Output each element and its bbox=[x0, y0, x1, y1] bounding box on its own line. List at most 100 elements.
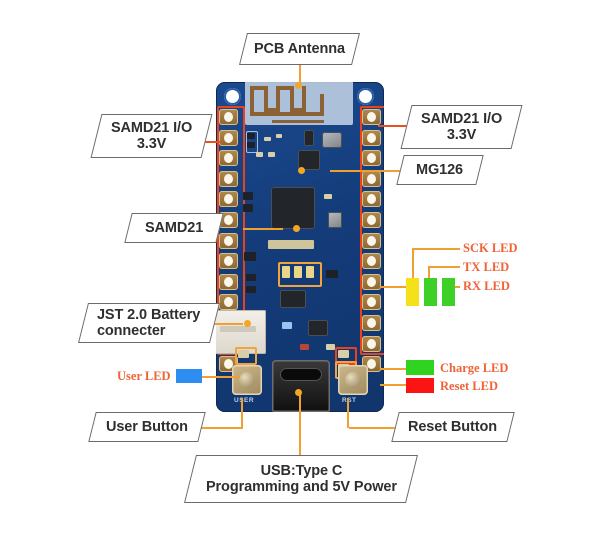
led-tx bbox=[294, 266, 302, 278]
smd-part bbox=[243, 204, 253, 212]
small-ic bbox=[280, 290, 306, 308]
callout-pcb-antenna-label: PCB Antenna bbox=[253, 40, 346, 57]
smd-part bbox=[324, 194, 332, 199]
charging-ic bbox=[308, 320, 328, 336]
led-row-highlight bbox=[278, 262, 322, 287]
castellated-pad bbox=[362, 170, 381, 187]
charge-led-component bbox=[338, 350, 349, 358]
anchor-dot-jst bbox=[244, 320, 251, 327]
leader-tx-led-h bbox=[428, 266, 460, 268]
antenna-trace bbox=[250, 86, 268, 90]
tx-led-swatch bbox=[424, 278, 437, 306]
leader-sck-led-v bbox=[412, 248, 414, 286]
smd-part bbox=[264, 137, 271, 141]
smd-part bbox=[244, 252, 256, 261]
callout-samd21-label: SAMD21 bbox=[144, 219, 204, 236]
smd-part bbox=[246, 274, 256, 281]
antenna-trace bbox=[272, 120, 324, 123]
leader-usbc bbox=[299, 392, 301, 455]
antenna-trace bbox=[264, 86, 268, 112]
antenna-trace bbox=[276, 86, 280, 112]
castellated-pad bbox=[219, 294, 238, 311]
leader-sck-led-h bbox=[412, 248, 460, 250]
antenna-trace bbox=[320, 94, 324, 116]
reset-led-label: Reset LED bbox=[440, 379, 498, 393]
callout-mg126[interactable]: MG126 bbox=[396, 155, 484, 185]
leader-samd21-io-right bbox=[378, 125, 408, 127]
mounting-hole bbox=[357, 88, 374, 105]
antenna-trace bbox=[250, 112, 324, 116]
castellated-pad bbox=[362, 253, 381, 270]
antenna-trace bbox=[290, 86, 294, 112]
callout-pcb-antenna[interactable]: PCB Antenna bbox=[239, 33, 360, 65]
leader-samd21 bbox=[243, 228, 283, 230]
callout-reset-button-label: Reset Button bbox=[408, 418, 498, 435]
castellated-pad bbox=[362, 314, 381, 331]
smd-part bbox=[282, 322, 292, 329]
charge-led-label: Charge LED bbox=[440, 361, 509, 375]
samd21-chip bbox=[271, 187, 315, 229]
castellated-pad bbox=[362, 211, 381, 228]
antenna-trace bbox=[250, 86, 254, 112]
user-led-highlight bbox=[235, 347, 257, 365]
smd-part bbox=[247, 142, 255, 148]
callout-user-button[interactable]: User Button bbox=[88, 412, 206, 442]
anchor-dot-antenna bbox=[295, 82, 302, 89]
leader-mg126 bbox=[330, 170, 402, 172]
leader-user-button-v bbox=[241, 398, 243, 428]
reset-button-component[interactable] bbox=[338, 365, 368, 395]
castellated-pad bbox=[362, 232, 381, 249]
castellated-pad bbox=[219, 232, 238, 249]
callout-reset-button[interactable]: Reset Button bbox=[391, 412, 515, 442]
smd-part bbox=[300, 344, 309, 350]
resistor-array bbox=[268, 240, 314, 249]
leader-user-button bbox=[193, 427, 243, 429]
callout-jst-battery[interactable]: JST 2.0 Battery connecter bbox=[78, 303, 220, 343]
callout-samd21-io-right-label: SAMD21 I/O 3.3V bbox=[420, 110, 503, 143]
castellated-pad bbox=[362, 191, 381, 208]
callout-samd21-io-right[interactable]: SAMD21 I/O 3.3V bbox=[400, 105, 523, 149]
smd-part bbox=[268, 152, 275, 157]
tx-led-label: TX LED bbox=[463, 260, 510, 274]
user-led-swatch bbox=[176, 369, 202, 383]
castellated-pad bbox=[219, 253, 238, 270]
castellated-pad bbox=[362, 109, 381, 125]
smd-part bbox=[326, 270, 338, 278]
callout-jst-battery-label: JST 2.0 Battery connecter bbox=[97, 306, 201, 339]
user-button-component[interactable] bbox=[232, 365, 262, 395]
smd-part bbox=[243, 192, 253, 200]
mounting-hole bbox=[224, 88, 241, 105]
user-silkscreen-label: USER bbox=[234, 397, 255, 404]
callout-mg126-label: MG126 bbox=[416, 161, 464, 178]
callout-user-button-label: User Button bbox=[106, 418, 188, 435]
castellated-pad bbox=[362, 129, 381, 146]
mg126-chip bbox=[298, 150, 320, 170]
smd-part bbox=[276, 134, 282, 138]
callout-samd21-io-left-label: SAMD21 I/O 3.3V bbox=[110, 119, 193, 152]
usb-c-slot bbox=[280, 368, 322, 381]
small-ic bbox=[304, 130, 314, 146]
callout-samd21[interactable]: SAMD21 bbox=[124, 213, 224, 243]
rx-led-swatch bbox=[442, 278, 455, 306]
leader-user-led bbox=[198, 376, 240, 378]
right-header-highlight bbox=[360, 106, 384, 355]
jst-key bbox=[220, 326, 256, 332]
jst-battery-connector bbox=[216, 310, 266, 354]
callout-usb-type-c[interactable]: USB:Type C Programming and 5V Power bbox=[184, 455, 418, 503]
castellated-pad bbox=[219, 129, 238, 146]
leader-tx-led-v bbox=[428, 266, 430, 286]
castellated-pad bbox=[219, 273, 238, 290]
castellated-pad bbox=[362, 294, 381, 311]
antenna-trace bbox=[276, 86, 294, 90]
crystal bbox=[328, 212, 342, 228]
led-rx bbox=[306, 266, 314, 278]
sck-led-label: SCK LED bbox=[463, 241, 518, 255]
leader-reset-button-v bbox=[347, 398, 349, 428]
leader-charge-led bbox=[380, 368, 406, 370]
silk-outline bbox=[246, 131, 258, 153]
sck-led-swatch bbox=[406, 278, 419, 306]
castellated-pad bbox=[362, 335, 381, 352]
callout-samd21-io-left[interactable]: SAMD21 I/O 3.3V bbox=[90, 114, 213, 158]
usb-type-c-port bbox=[272, 360, 330, 412]
